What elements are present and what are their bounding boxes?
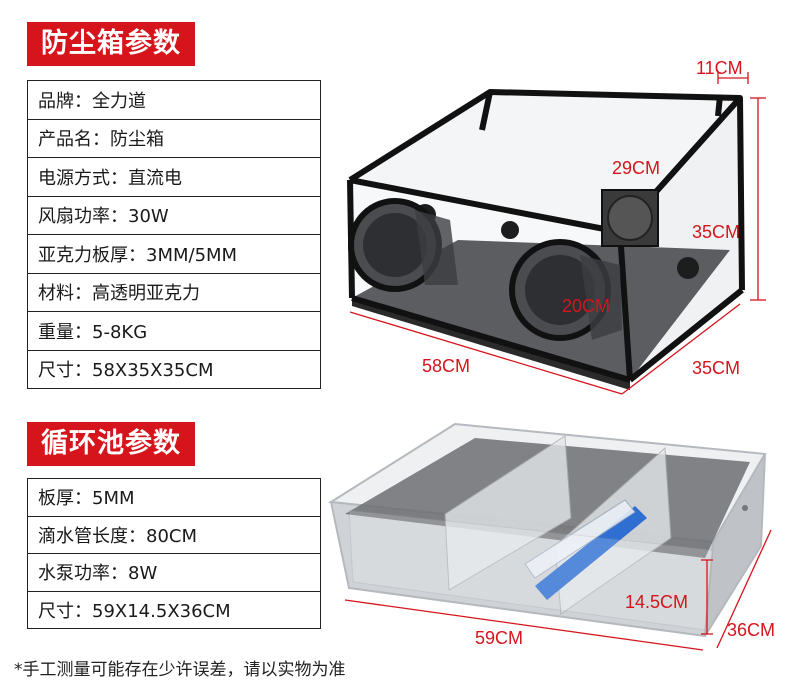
tank-illustration: 14.5CM 59CM 36CM: [328, 422, 775, 651]
dim-top-depth-label: 11CM: [696, 58, 743, 78]
dim-tank-height-label: 14.5CM: [625, 592, 688, 612]
spec-cell: 滴水管长度：80CM: [27, 515, 321, 554]
spec-cell: 尺寸：58X35X35CM: [27, 349, 321, 389]
tank-spec-table: 板厚：5MM 滴水管长度：80CM 水泵功率：8W 尺寸：59X14.5X36C…: [27, 478, 321, 629]
spec-row: 尺寸：59X14.5X36CM: [27, 590, 321, 629]
dim-height-label: 35CM: [692, 222, 740, 242]
tank-title: 循环池参数: [27, 422, 195, 466]
spec-cell: 品牌：全力道: [27, 80, 321, 120]
spec-row: 尺寸：58X35X35CM: [27, 349, 321, 389]
spec-cell: 风扇功率：30W: [27, 195, 321, 235]
spec-cell: 产品名：防尘箱: [27, 118, 321, 158]
spec-cell: 水泵功率：8W: [27, 553, 321, 592]
dust-box-spec-table: 品牌：全力道 产品名：防尘箱 电源方式：直流电 风扇功率：30W 亚克力板厚：3…: [27, 80, 321, 389]
spec-row: 亚克力板厚：3MM/5MM: [27, 234, 321, 274]
spec-cell: 电源方式：直流电: [27, 157, 321, 197]
dim-tank-width-label: 59CM: [475, 628, 523, 648]
spec-cell: 材料：高透明亚克力: [27, 272, 321, 312]
dim-depth-label: 35CM: [692, 358, 740, 378]
footnote: *手工测量可能存在少许误差，请以实物为准: [14, 660, 346, 680]
glove-port-right: [509, 239, 622, 341]
spec-row: 材料：高透明亚克力: [27, 272, 321, 312]
spec-cell: 重量：5-8KG: [27, 311, 321, 351]
spec-row: 风扇功率：30W: [27, 195, 321, 235]
spec-row: 产品名：防尘箱: [27, 118, 321, 158]
spec-cell: 亚克力板厚：3MM/5MM: [27, 234, 321, 274]
dust-box-illustration: 11CM 29CM 35CM 20CM 58CM 35CM: [347, 58, 766, 395]
dim-width-label: 58CM: [422, 356, 470, 376]
spec-row: 重量：5-8KG: [27, 311, 321, 351]
spec-row: 水泵功率：8W: [27, 553, 321, 592]
spec-row: 板厚：5MM: [27, 478, 321, 517]
dim-slope-label: 29CM: [612, 158, 660, 178]
glove-port-left: [348, 198, 458, 292]
spec-cell: 板厚：5MM: [27, 478, 321, 517]
spec-row: 电源方式：直流电: [27, 157, 321, 197]
spec-row: 品牌：全力道: [27, 80, 321, 120]
spec-cell: 尺寸：59X14.5X36CM: [27, 590, 321, 629]
dim-port-label: 20CM: [562, 296, 610, 316]
dim-tank-depth-label: 36CM: [727, 620, 775, 640]
spec-row: 滴水管长度：80CM: [27, 515, 321, 554]
dust-box-title: 防尘箱参数: [27, 22, 195, 66]
